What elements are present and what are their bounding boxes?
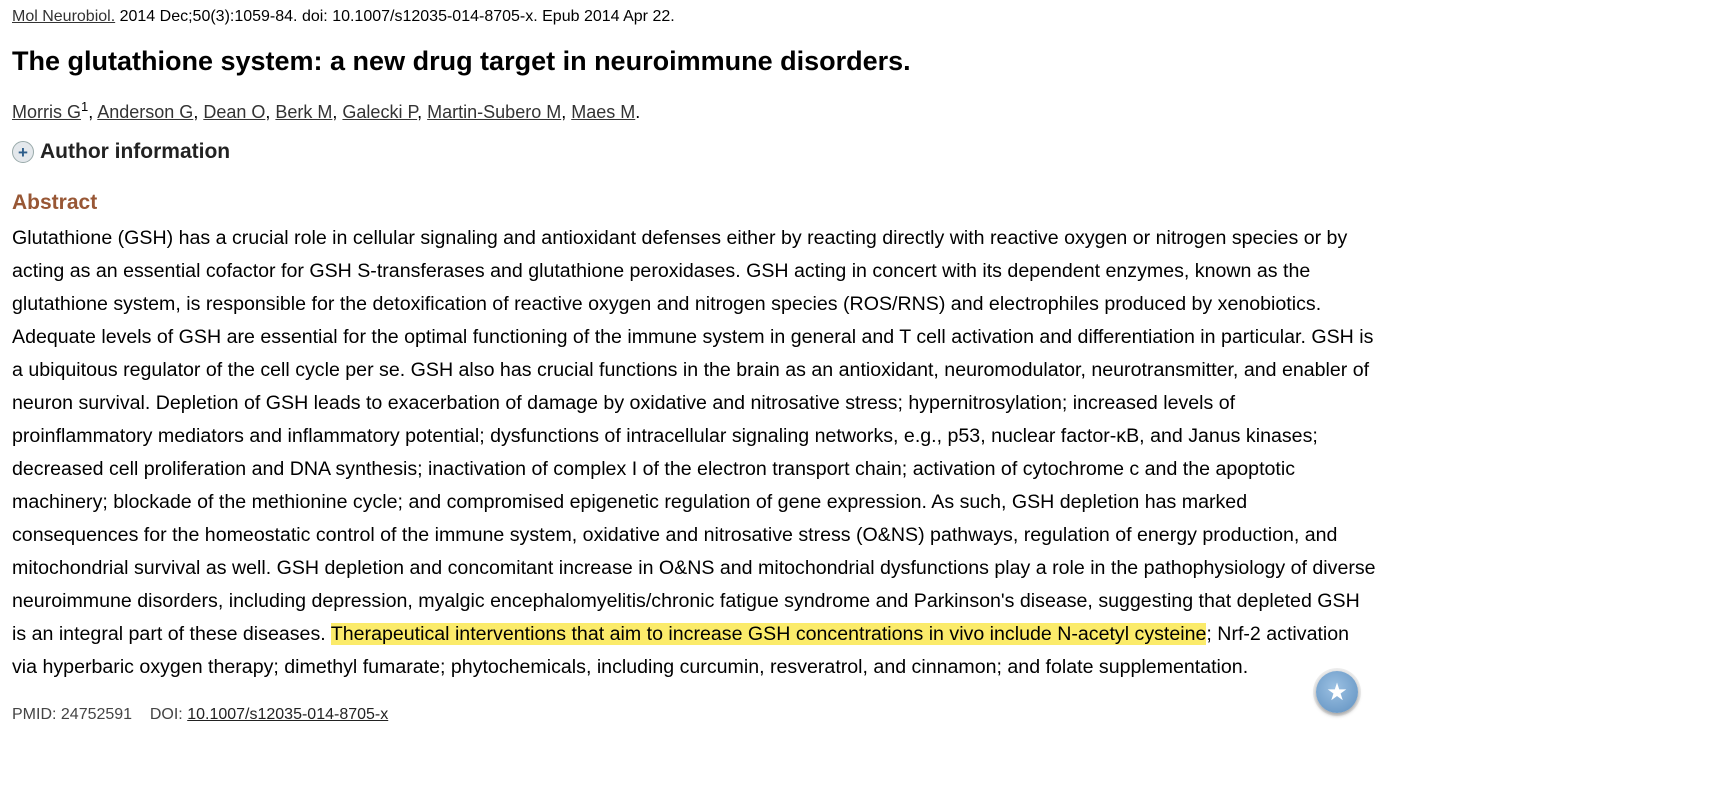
abstract-line: Glutathione (GSH) has a crucial role in … bbox=[12, 227, 1348, 249]
author-list: Morris G1, Anderson G, Dean O, Berk M, G… bbox=[12, 99, 641, 122]
abstract-line: machinery; blockade of the methionine cy… bbox=[12, 491, 1248, 513]
abstract-line: a ubiquitous regulator of the cell cycle… bbox=[12, 359, 1370, 381]
abstract-line: via hyperbaric oxygen therapy; dimethyl … bbox=[12, 656, 1249, 678]
abstract-text-segment: ; Nrf-2 activation bbox=[1206, 623, 1350, 645]
journal-link[interactable]: Mol Neurobiol. bbox=[12, 8, 116, 25]
author-link[interactable]: Dean O bbox=[203, 102, 266, 122]
abstract-line: acting as an essential cofactor for GSH … bbox=[12, 260, 1311, 282]
expand-plus-icon: + bbox=[12, 141, 34, 163]
highlighted-text: Therapeutical interventions that aim to … bbox=[330, 623, 1207, 645]
abstract-line: is an integral part of these diseases. T… bbox=[12, 618, 1376, 651]
pmid: PMID: 24752591 bbox=[12, 706, 133, 723]
affiliation-sup: 1 bbox=[81, 99, 89, 114]
favorite-star-button[interactable]: ★ bbox=[1316, 671, 1358, 713]
citation: Mol Neurobiol. 2014 Dec;50(3):1059-84. d… bbox=[12, 8, 675, 26]
abstract-line: glutathione system, is responsible for t… bbox=[12, 293, 1322, 315]
abstract-line: decreased cell proliferation and DNA syn… bbox=[12, 458, 1295, 480]
author-information-toggle[interactable]: + Author information bbox=[12, 140, 230, 164]
citation-details: 2014 Dec;50(3):1059-84. doi: 10.1007/s12… bbox=[115, 8, 675, 25]
abstract-line: proinflammatory mediators and inflammato… bbox=[12, 425, 1318, 447]
abstract-line: consequences for the homeostatic control… bbox=[12, 524, 1338, 546]
author-link[interactable]: Martin-Subero M bbox=[427, 102, 562, 122]
abstract-heading: Abstract bbox=[12, 191, 98, 214]
article-identifiers: PMID: 24752591 DOI: 10.1007/s12035-014-8… bbox=[12, 706, 388, 724]
author-link[interactable]: Maes M bbox=[571, 102, 636, 122]
star-icon: ★ bbox=[1326, 678, 1348, 706]
doi-label: DOI: bbox=[149, 706, 188, 723]
doi-link[interactable]: 10.1007/s12035-014-8705-x bbox=[187, 706, 389, 723]
author-link[interactable]: Berk M bbox=[275, 102, 333, 122]
abstract-text-segment: is an integral part of these diseases. bbox=[12, 623, 331, 645]
abstract-line: neuron survival. Depletion of GSH leads … bbox=[12, 392, 1236, 414]
abstract-line: mitochondrial survival as well. GSH depl… bbox=[12, 557, 1376, 579]
author-link[interactable]: Anderson G bbox=[97, 102, 194, 122]
abstract-text: Glutathione (GSH) has a crucial role in … bbox=[12, 222, 1376, 684]
author-link[interactable]: Morris G bbox=[12, 102, 81, 122]
author-information-label: Author information bbox=[40, 140, 231, 163]
abstract-line: neuroimmune disorders, including depress… bbox=[12, 590, 1360, 612]
abstract-line: Adequate levels of GSH are essential for… bbox=[12, 326, 1374, 348]
article-title: The glutathione system: a new drug targe… bbox=[12, 46, 911, 76]
author-link[interactable]: Galecki P bbox=[342, 102, 418, 122]
